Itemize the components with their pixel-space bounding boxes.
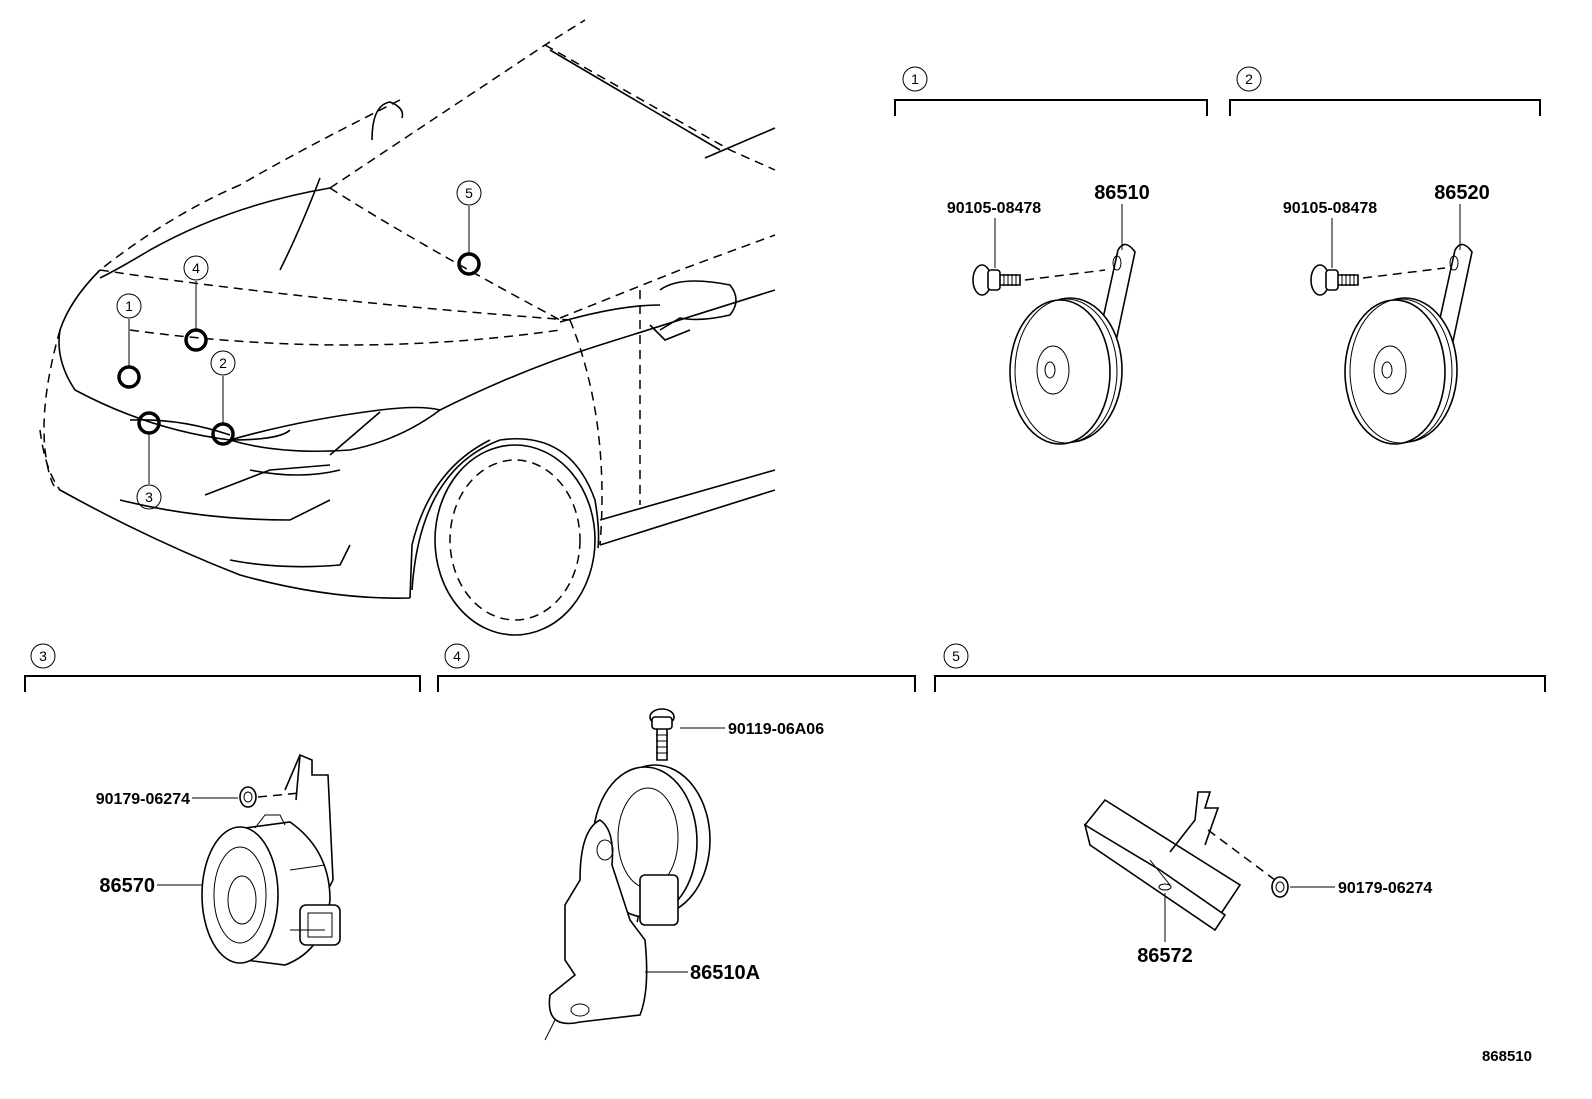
bolt-icon: [1310, 264, 1359, 296]
horn-cover-icon: [1083, 791, 1242, 932]
bolt-icon: [972, 264, 1021, 296]
part-number-86510A: 86510A: [690, 962, 760, 984]
section-2-horn-assembly: [1310, 204, 1473, 445]
diagram-id: 868510: [1481, 1048, 1532, 1065]
section-4-label: 4: [453, 648, 461, 664]
part-number-86570: 86570: [99, 875, 155, 897]
part-number-90119-06A06: 90119-06A06: [728, 721, 824, 738]
section-5-assembly: [1083, 791, 1335, 942]
section-3-label: 3: [39, 648, 47, 664]
marker-1: [117, 365, 141, 389]
section-1-bracket: [894, 99, 1208, 116]
section-5-bracket: [934, 675, 1546, 692]
section-1-horn-assembly: [972, 204, 1136, 445]
part-number-90179-06274: 90179-06274: [96, 791, 190, 808]
callout-circle: [116, 293, 142, 319]
section-3-horn-assembly: [157, 753, 341, 966]
part-number-90105-08478: 90105-08478: [1283, 200, 1377, 217]
car-callout-3: 3: [145, 489, 153, 505]
marker-5: [457, 252, 481, 276]
horn-icon: [592, 764, 711, 926]
marker-2: [211, 422, 235, 446]
section-3-bracket: [24, 675, 421, 692]
callout-circle: [456, 180, 482, 206]
nut-icon: [1271, 876, 1289, 898]
section-4-horn-assembly: [544, 708, 725, 1041]
car-callout-5: 5: [465, 185, 473, 201]
car-callout-2: 2: [219, 355, 227, 371]
callout-circle: [30, 643, 56, 669]
car-callout-4: 4: [192, 260, 200, 276]
part-number-86510: 86510: [1094, 182, 1150, 204]
section-1-label: 1: [911, 71, 919, 87]
horn-icon: [201, 814, 341, 966]
section-2-label: 2: [1245, 71, 1253, 87]
section-brackets: [24, 99, 1546, 692]
car-callout-labels: 5 4 1 2 3: [116, 180, 482, 510]
location-markers: [117, 206, 481, 484]
horn-icon: [1344, 297, 1458, 445]
section-5-label: 5: [952, 648, 960, 664]
marker-4: [184, 328, 208, 352]
part-number-86572: 86572: [1137, 945, 1193, 967]
callout-circle: [1236, 66, 1262, 92]
car-callout-1: 1: [125, 298, 133, 314]
part-number-86520: 86520: [1434, 182, 1490, 204]
section-2-bracket: [1229, 99, 1541, 116]
callout-circle: [444, 643, 470, 669]
callout-circle: [943, 643, 969, 669]
callout-circle: [902, 66, 928, 92]
marker-3: [137, 411, 161, 435]
nut-icon: [239, 786, 257, 808]
callout-circle: [136, 484, 162, 510]
section-labels: 1 2 3 4 5: [30, 66, 1262, 669]
part-number-90105-08478: 90105-08478: [947, 200, 1041, 217]
callout-circle: [183, 255, 209, 281]
horn-icon: [1009, 297, 1123, 445]
car-overview-illustration: [39, 19, 776, 636]
callout-circle: [210, 350, 236, 376]
part-number-90179-06274: 90179-06274: [1338, 880, 1432, 897]
section-4-bracket: [437, 675, 916, 692]
bolt-icon: [649, 708, 675, 761]
